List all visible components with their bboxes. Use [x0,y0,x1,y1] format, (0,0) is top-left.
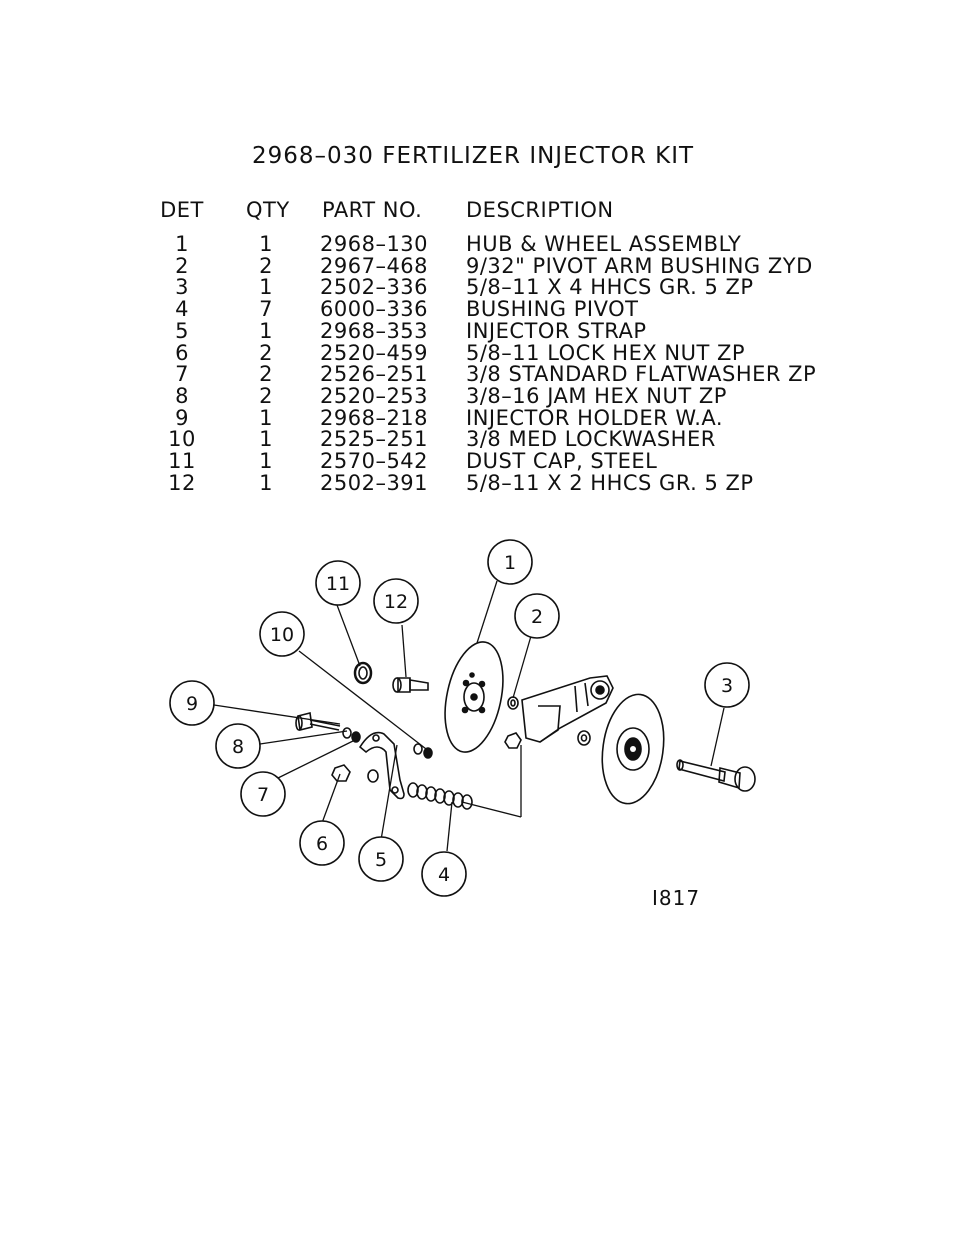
row-6-desc: 5/8–11 LOCK HEX NUT ZP [466,340,746,365]
row-6-qty: 2 [259,340,273,365]
callout-6: 6 [299,820,345,866]
row-7-det: 7 [175,362,189,387]
svg-text:2: 2 [531,606,543,628]
row-6-det: 6 [175,340,189,365]
row-3-qty: 1 [259,275,273,300]
row-12-part: 2502–391 [320,470,429,495]
small-hardware [342,727,433,759]
callout-balloons: 1 2 3 4 5 6 7 8 9 10 11 12 [169,539,750,897]
svg-text:5: 5 [375,849,387,871]
row-7-qty: 2 [259,362,273,387]
svg-text:6: 6 [316,833,328,855]
callout-7: 7 [240,771,286,817]
row-4-det: 4 [175,297,189,322]
row-1-qty: 1 [259,232,273,256]
header-qty: QTY [246,198,290,222]
row-3-part: 2502–336 [320,275,429,300]
dust-cap-right [734,766,756,792]
row-9-desc: INJECTOR HOLDER W.A. [466,405,724,430]
callout-3: 3 [704,662,750,708]
row-2-det: 2 [175,253,189,278]
callout-12: 12 [373,578,419,624]
row-12-det: 12 [168,470,196,495]
row-1-det: 1 [175,232,189,256]
row-12-qty: 1 [259,470,273,495]
header-det: DET [160,198,204,222]
svg-text:1: 1 [504,552,516,574]
svg-text:8: 8 [232,736,244,758]
row-8-part: 2520–253 [320,383,429,408]
kit-title: 2968–030 FERTILIZER INJECTOR KIT [252,143,695,169]
row-1-desc: HUB & WHEEL ASSEMBLY [466,232,742,256]
svg-text:11: 11 [326,573,350,595]
row-9-qty: 1 [259,405,273,430]
callout-11: 11 [315,560,361,606]
bushing-pivot-stack [407,782,473,810]
row-10-qty: 1 [259,427,273,452]
injector-strap [358,731,405,800]
row-11-det: 11 [168,449,196,473]
row-10-det: 10 [168,427,196,452]
row-11-desc: DUST CAP, STEEL [466,449,658,473]
callout-4: 4 [421,851,467,897]
row-4-desc: BUSHING PIVOT [466,297,639,322]
row-7-desc: 3/8 STANDARD FLATWASHER ZP [466,362,817,387]
callout-8: 8 [215,723,261,769]
row-3-desc: 5/8–11 X 4 HHCS GR. 5 ZP [466,275,754,300]
callout-9: 9 [169,680,215,726]
injector-holder [295,712,341,731]
row-7-part: 2526–251 [320,362,429,387]
row-8-det: 8 [175,383,189,408]
callout-5: 5 [358,836,404,882]
pivot-arm-bushing [507,696,519,710]
hhcs-bolt-long [676,759,741,790]
svg-text:10: 10 [270,624,294,646]
header-part-no: PART NO. [322,198,423,222]
svg-text:4: 4 [438,864,450,886]
svg-text:12: 12 [384,591,408,613]
pivot-arm [521,675,614,743]
callout-10: 10 [259,611,305,657]
svg-text:7: 7 [257,784,269,806]
row-3-det: 3 [175,275,189,300]
hub-wheel-left [444,641,504,753]
row-10-part: 2525–251 [320,427,429,452]
row-2-qty: 2 [259,253,273,278]
row-5-qty: 1 [259,318,273,343]
hhcs-bolt-short [392,677,429,693]
row-9-det: 9 [175,405,189,430]
row-5-det: 5 [175,318,189,343]
row-10-desc: 3/8 MED LOCKWASHER [466,427,716,452]
lock-nut-left [331,764,379,783]
header-description: DESCRIPTION [466,198,614,222]
callout-2: 2 [514,593,560,639]
row-5-desc: INJECTOR STRAP [466,318,647,343]
dust-cap [353,661,373,685]
row-6-part: 2520–459 [320,340,429,365]
row-1-part: 2968–130 [320,232,429,256]
row-2-desc: 9/32" PIVOT ARM BUSHING ZYD [466,253,813,278]
svg-text:3: 3 [721,675,733,697]
callout-1: 1 [487,539,533,585]
row-11-qty: 1 [259,449,273,473]
row-2-part: 2967–468 [320,253,429,278]
row-12-desc: 5/8–11 X 2 HHCS GR. 5 ZP [466,470,754,495]
row-8-desc: 3/8–16 JAM HEX NUT ZP [466,383,727,408]
lock-nut-center [504,730,591,749]
row-5-part: 2968–353 [320,318,429,343]
row-9-part: 2968–218 [320,405,429,430]
leader-lines [213,580,725,852]
drawing-number: I817 [652,886,701,910]
row-4-part: 6000–336 [320,297,429,322]
row-4-qty: 7 [259,297,273,322]
row-8-qty: 2 [259,383,273,408]
hub-wheel-right [601,693,665,805]
row-11-part: 2570–542 [320,449,429,473]
svg-text:9: 9 [186,693,198,715]
